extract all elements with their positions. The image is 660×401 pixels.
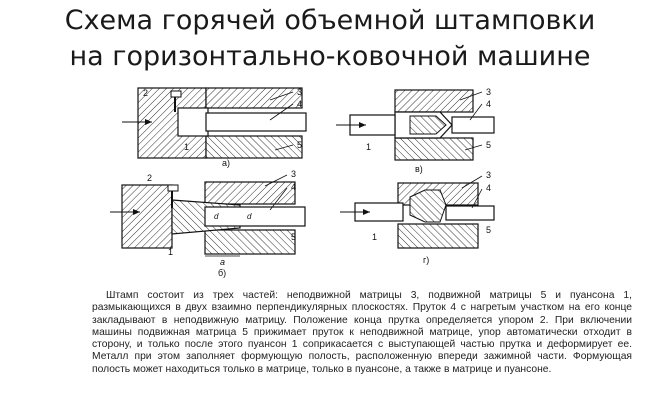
callout-v-3: 3 [486,87,491,97]
page-title-line-2: на горизонтально-ковочной машине [69,41,591,72]
forging-v [409,115,447,135]
fixed-die-b [204,181,296,205]
bar-stock-a [205,112,307,132]
callout-b-1: 1 [168,247,173,257]
dim-a: a [220,257,225,267]
dim-d-outer: d [247,212,252,221]
callout-b-3: 3 [291,169,296,179]
bar-stock-v [451,116,495,134]
callout-g-3: 3 [486,170,491,180]
punch-holder-b [121,184,173,249]
moving-die-g [397,223,479,249]
moving-die-v [394,137,474,161]
callout-g-4: 4 [486,183,491,193]
panel-v: 1 3 4 5 в) [336,87,495,174]
callout-b-5: 5 [291,232,296,242]
panel-label-a: а) [222,158,230,168]
callout-g-5: 5 [486,225,491,235]
callout-a-4: 4 [297,99,302,109]
panel-label-v: в) [415,164,423,174]
callout-v-4: 4 [486,99,491,109]
callout-b-4: 4 [291,182,296,192]
dim-d-inner: d [214,212,219,221]
callout-g-1: 1 [372,232,377,242]
callout-v-1: 1 [366,142,371,152]
callout-v-5: 5 [486,140,491,150]
figure-caption: Штамп состоит из трех частей: неподвижно… [92,290,632,376]
callout-a-1: 1 [184,142,189,152]
callout-b-2: 2 [147,173,152,183]
panel-label-b: б) [218,268,226,278]
fixed-die-a [205,87,303,109]
bar-stock-b [204,206,306,227]
bar-stock-g [445,205,495,221]
panel-g: 1 3 4 5 г) [340,170,495,265]
panel-label-g: г) [423,255,429,265]
panel-a: 2 1 3 4 5 а) [122,87,307,168]
caption-text: Штамп состоит из трех частей: неподвижно… [92,290,632,375]
moving-die-a [205,135,303,159]
fixed-die-v [394,89,474,113]
callout-a-5: 5 [297,140,302,150]
upset-head-a [177,107,209,137]
callout-a-3: 3 [297,87,302,97]
forging-g [409,189,447,223]
forging-die-diagram: 2 1 3 4 5 а) a d d 2 1 3 4 5 б) [110,87,495,278]
page-title-line-1: Схема горячей объемной штамповки [64,5,596,36]
moving-die-b [204,229,296,255]
panel-b: a d d 2 1 3 4 5 б) [110,169,306,278]
callout-a-2: 2 [143,88,148,98]
